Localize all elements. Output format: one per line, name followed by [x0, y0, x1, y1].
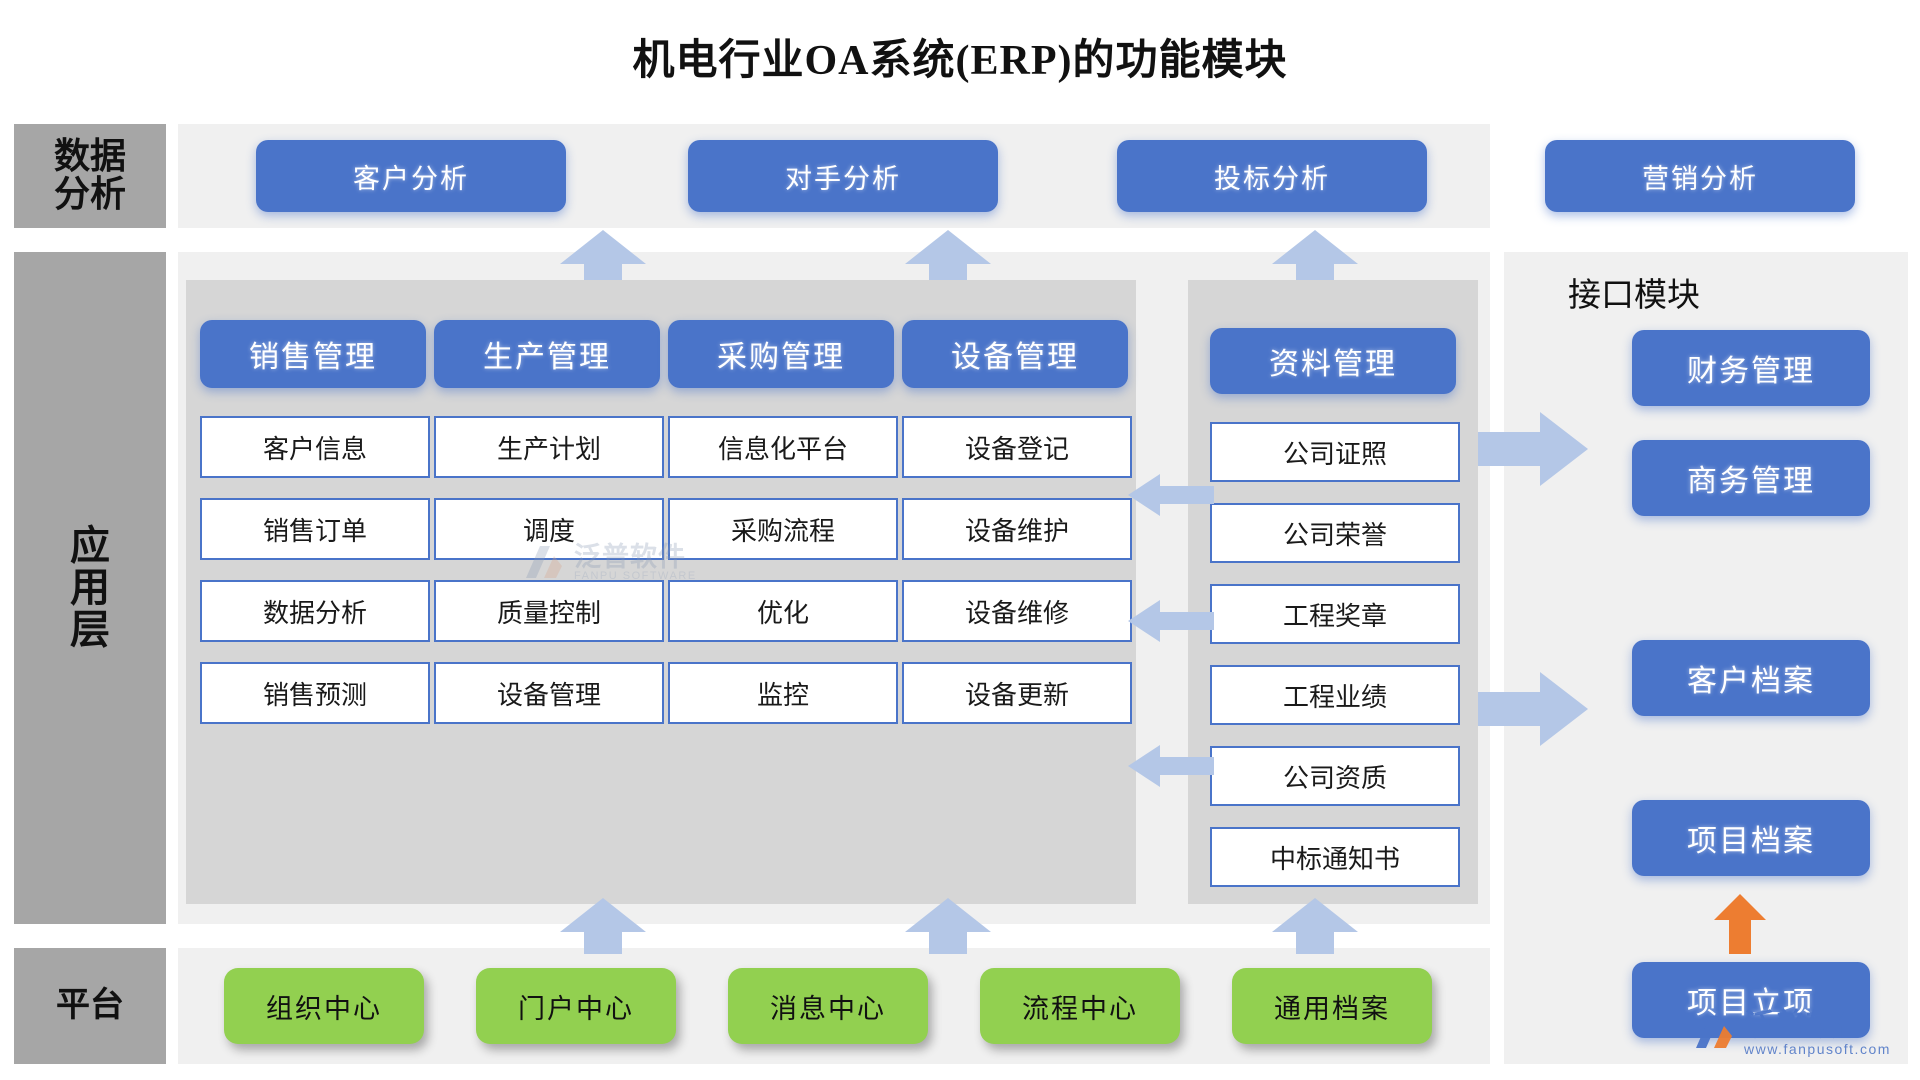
arrow-left-material-to-equipment-2: [1128, 600, 1214, 642]
cell-sales-2[interactable]: 数据分析: [200, 580, 430, 642]
cell-sales-1[interactable]: 销售订单: [200, 498, 430, 560]
cell-production-3[interactable]: 设备管理: [434, 662, 664, 724]
cell-material-5[interactable]: 中标通知书: [1210, 827, 1460, 887]
platform-card-0[interactable]: 组织中心: [224, 968, 424, 1044]
data-analysis-card-0[interactable]: 客户分析: [256, 140, 566, 212]
band-app-line3: 层: [70, 607, 110, 652]
column-header-purchase[interactable]: 采购管理: [668, 320, 894, 388]
interface-card-customer-archive[interactable]: 客户档案: [1632, 640, 1870, 716]
cell-equipment-1[interactable]: 设备维护: [902, 498, 1132, 560]
cell-equipment-0[interactable]: 设备登记: [902, 416, 1132, 478]
interface-module-heading: 接口模块: [1568, 278, 1700, 314]
data-analysis-card-3[interactable]: 营销分析: [1545, 140, 1855, 212]
arrow-up-to-customer-analysis: [560, 230, 646, 286]
band-data-line2: 分析: [53, 174, 126, 214]
platform-card-1[interactable]: 门户中心: [476, 968, 676, 1044]
band-label-platform: 平台: [14, 948, 166, 1064]
arrow-up-platform-1: [560, 898, 646, 954]
arrow-up-to-bidding-analysis: [1272, 230, 1358, 286]
cell-sales-3[interactable]: 销售预测: [200, 662, 430, 724]
column-header-equipment[interactable]: 设备管理: [902, 320, 1128, 388]
interface-card-finance[interactable]: 财务管理: [1632, 330, 1870, 406]
band-app-line1: 应: [70, 523, 110, 568]
cell-purchase-1[interactable]: 采购流程: [668, 498, 898, 560]
platform-card-3[interactable]: 流程中心: [980, 968, 1180, 1044]
platform-card-2[interactable]: 消息中心: [728, 968, 928, 1044]
cell-purchase-0[interactable]: 信息化平台: [668, 416, 898, 478]
platform-card-4[interactable]: 通用档案: [1232, 968, 1432, 1044]
cell-purchase-3[interactable]: 监控: [668, 662, 898, 724]
arrow-right-to-customer-archive: [1478, 672, 1588, 746]
cell-equipment-2[interactable]: 设备维修: [902, 580, 1132, 642]
cell-production-2[interactable]: 质量控制: [434, 580, 664, 642]
cell-material-3[interactable]: 工程业绩: [1210, 665, 1460, 725]
arrow-up-platform-2: [905, 898, 991, 954]
band-data-line1: 数据: [53, 136, 126, 177]
band-label-application: 应 用 层: [14, 252, 166, 924]
cell-production-0[interactable]: 生产计划: [434, 416, 664, 478]
page-title: 机电行业OA系统(ERP)的功能模块: [632, 38, 1288, 84]
cell-material-0[interactable]: 公司证照: [1210, 422, 1460, 482]
cell-equipment-3[interactable]: 设备更新: [902, 662, 1132, 724]
data-analysis-card-2[interactable]: 投标分析: [1117, 140, 1427, 212]
cell-material-4[interactable]: 公司资质: [1210, 746, 1460, 806]
cell-sales-0[interactable]: 客户信息: [200, 416, 430, 478]
arrow-right-to-finance: [1478, 412, 1588, 486]
cell-production-1[interactable]: 调度: [434, 498, 664, 560]
cell-material-1[interactable]: 公司荣誉: [1210, 503, 1460, 563]
data-analysis-card-1[interactable]: 对手分析: [688, 140, 998, 212]
arrow-up-platform-3: [1272, 898, 1358, 954]
interface-card-business[interactable]: 商务管理: [1632, 440, 1870, 516]
arrow-left-material-to-equipment-3: [1128, 745, 1214, 787]
column-header-production[interactable]: 生产管理: [434, 320, 660, 388]
column-header-sales[interactable]: 销售管理: [200, 320, 426, 388]
band-app-line2: 用: [70, 565, 110, 610]
arrow-up-orange-project: [1714, 894, 1766, 954]
cell-material-2[interactable]: 工程奖章: [1210, 584, 1460, 644]
cell-purchase-2[interactable]: 优化: [668, 580, 898, 642]
arrow-left-material-to-equipment-1: [1128, 474, 1214, 516]
interface-card-project-initiation[interactable]: 项目立项: [1632, 962, 1870, 1038]
column-header-material[interactable]: 资料管理: [1210, 328, 1456, 394]
interface-card-project-archive[interactable]: 项目档案: [1632, 800, 1870, 876]
arrow-up-to-competitor-analysis: [905, 230, 991, 286]
band-label-data-analysis: 数据 分析: [14, 124, 166, 228]
